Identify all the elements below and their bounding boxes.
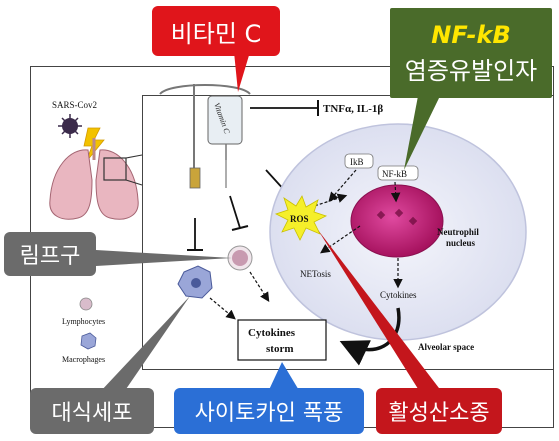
iv-drip-icon [159, 84, 251, 189]
virus-icon [58, 114, 82, 138]
vitamin-c-pointer [234, 52, 250, 92]
vitamin-c-callout: 비타민 C [152, 6, 280, 56]
macrophage-callout-text: 대식세포 [51, 401, 133, 426]
lungs-icon [49, 138, 139, 220]
vitamin-c-callout-text: 비타민 C [170, 19, 262, 48]
nfkb-callout-title: NF-kB [431, 20, 511, 49]
neutrophil-nucleus [350, 184, 444, 258]
cytokine-storm-callout-text: 사이토카인 폭풍 [194, 401, 344, 426]
nfkb-label: NF-kB [382, 169, 407, 179]
ros-pointer [318, 230, 442, 392]
nfkb-box [377, 165, 419, 181]
ros-label: ROS [290, 214, 309, 224]
ros-callout-text: 활성산소종 [388, 401, 490, 426]
nucleus-label-1: Neutrophil [437, 227, 479, 237]
lymphocyte-callout: 림프구 [4, 232, 96, 276]
legend-lymphocytes-label: Lymphocytes [62, 317, 105, 326]
legend-lymphocyte-icon [79, 297, 93, 311]
storm-label-1: Cytokines [248, 327, 296, 339]
nucleus-label-2: nucleus [446, 238, 476, 248]
nfkb-pointer [404, 96, 440, 170]
cytokines-storm-box [237, 319, 327, 361]
storm-label-2: storm [266, 343, 294, 355]
lymphocyte-callout-text: 림프구 [19, 244, 81, 269]
alveolar-frame [142, 95, 554, 370]
dna-pattern [376, 208, 418, 226]
ikb-label: IkB [350, 157, 364, 167]
legend-macrophage-icon [80, 332, 97, 350]
tnf-label: TNFα, IL-1β [323, 103, 383, 115]
legend-macrophages-label: Macrophages [62, 355, 105, 364]
nfkb-callout: NF-kB 염증유발인자 [390, 8, 552, 98]
nfkb-callout-sub: 염증유발인자 [404, 56, 538, 85]
alveolar-label: Alveolar space [418, 342, 474, 352]
ikb-box [344, 153, 374, 169]
virus-label: SARS-Cov2 [52, 100, 97, 110]
cytokines-label: Cytokines [380, 290, 417, 300]
cytokine-storm-callout: 사이토카인 폭풍 [174, 388, 364, 434]
storm-pointer [268, 362, 300, 392]
lymphocyte-cell [227, 245, 253, 271]
ros-star [274, 195, 328, 241]
macrophage-callout: 대식세포 [30, 388, 154, 434]
lymphocyte-pointer [96, 250, 232, 266]
macrophage-cell [177, 265, 213, 299]
lung-zoom-box [103, 157, 127, 181]
nets-label: NETosis [300, 269, 331, 279]
macrophage-pointer [100, 296, 190, 392]
ros-callout: 활성산소종 [376, 388, 502, 434]
